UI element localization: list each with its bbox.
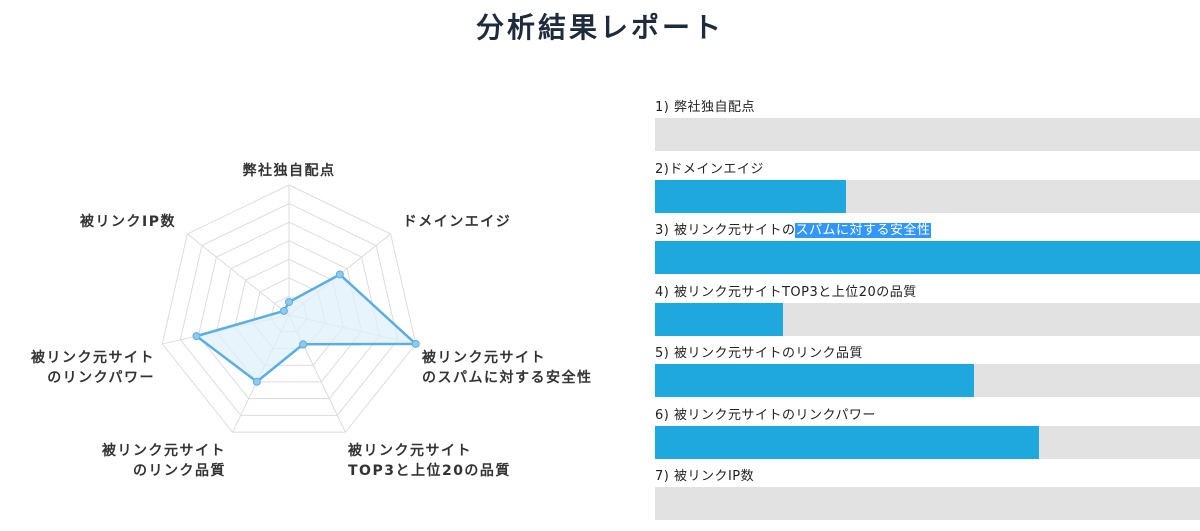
bar-track [655,487,1200,520]
bar-fill [655,425,1040,459]
bar-label: 1) 弊社独自配点 [655,100,755,115]
radar-data-point [192,332,201,341]
bar-row: 6) 被リンク元サイトのリンクパワー [655,408,1200,470]
radar-axis-label: 被リンク元サイトのリンクパワー [31,349,155,386]
radar-axis-label: 弊社独自配点 [243,162,336,179]
selected-text[interactable]: スパムに対する安全性 [795,223,931,238]
radar-axis-label: 被リンクIP数 [80,213,176,230]
bar-track [655,364,1200,397]
radar-grid-ring [197,221,381,400]
bar-row: 2)ドメインエイジ [655,162,1200,224]
radar-grid-ring [161,184,417,433]
radar-data-point [285,298,293,306]
radar-axis-label: ドメインエイジ [403,214,512,230]
bar-label: 2)ドメインエイジ [655,161,764,177]
bar-track [655,425,1200,459]
radar-grid-ring [216,240,362,383]
radar-axis-label: 被リンク元サイトのスパムに対する安全性 [422,349,593,386]
bar-chart: 1) 弊社独自配点 2)ドメインエイジ 3) 被リンク元サイトのスパムに対する安全性… [655,100,1200,531]
radar-chart: 弊社独自配点ドメインエイジ被リンク元サイトのスパムに対する安全性被リンク元サイト… [31,162,593,479]
bar-label: 4) 被リンク元サイトTOP3と上位20の品質 [655,284,917,300]
bar-row: 7) 被リンクIP数 [655,469,1200,531]
bar-label: 5) 被リンク元サイトのリンク品質 [655,346,863,361]
radar-data-point [299,340,308,349]
bar-fill [655,302,784,336]
bar-row: 5) 被リンク元サイトのリンク品質 [655,346,1200,408]
bar-row: 4) 被リンク元サイトTOP3と上位20の品質 [655,285,1200,347]
bar-track [655,179,1200,213]
bar-fill [655,364,974,397]
radar-spoke [187,233,290,316]
bar-track [655,241,1200,274]
page-title: 分析結果レポート [475,11,724,44]
bar-fill [655,179,846,213]
radar-data-point [335,270,344,279]
radar-grid-ring [179,203,399,416]
radar-data-point [252,377,261,386]
radar-axis-label: 被リンク元サイトのリンク品質 [102,442,226,479]
radar-series-area [195,273,417,384]
radar-data-point [411,339,420,348]
bar-label: 7) 被リンクIP数 [655,469,755,484]
bar-fill [655,241,1200,274]
bar-label: 6) 被リンク元サイトのリンクパワー [655,407,876,423]
bar-label: 3) 被リンク元サイトのスパムに対する安全性 [655,223,931,238]
radar-data-point [279,306,288,315]
bar-row: 3) 被リンク元サイトのスパムに対する安全性 [655,223,1200,285]
bar-row: 1) 弊社独自配点 [655,100,1200,162]
bar-track [655,302,1200,336]
bar-track [655,118,1200,151]
